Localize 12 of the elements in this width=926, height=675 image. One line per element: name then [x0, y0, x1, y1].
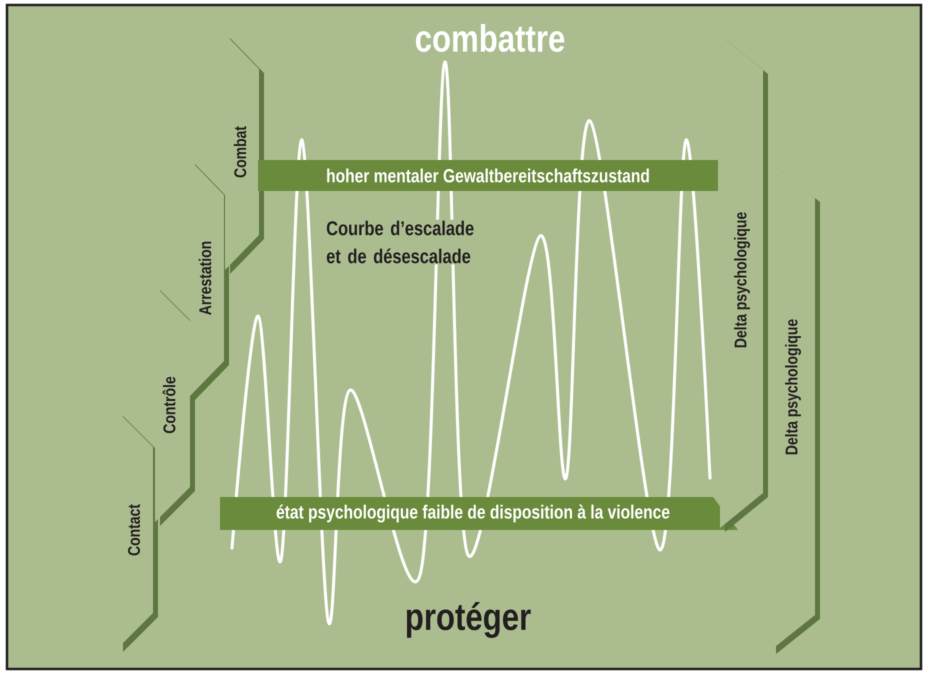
- curve-title: Courbe d’escalade et de désescalade: [325, 220, 490, 264]
- chevron-band: Delta psychologique: [771, 163, 820, 654]
- chevron-band: Arrestation: [190, 160, 229, 400]
- heading: protéger: [406, 602, 531, 638]
- banner-bar: état psychologique faible de disposition à la violence: [220, 497, 738, 530]
- node-label: Contrôle: [162, 376, 176, 434]
- chevron-band: Contact: [118, 412, 158, 652]
- chevron-band: Delta psychologique: [720, 35, 768, 532]
- chevron-band: Combat: [225, 34, 264, 274]
- banner-bar: hoher mentaler Gewaltbereitschaftszustand: [258, 160, 718, 191]
- chevron-band: Contrôle: [155, 286, 195, 526]
- heading: combattre: [416, 24, 564, 52]
